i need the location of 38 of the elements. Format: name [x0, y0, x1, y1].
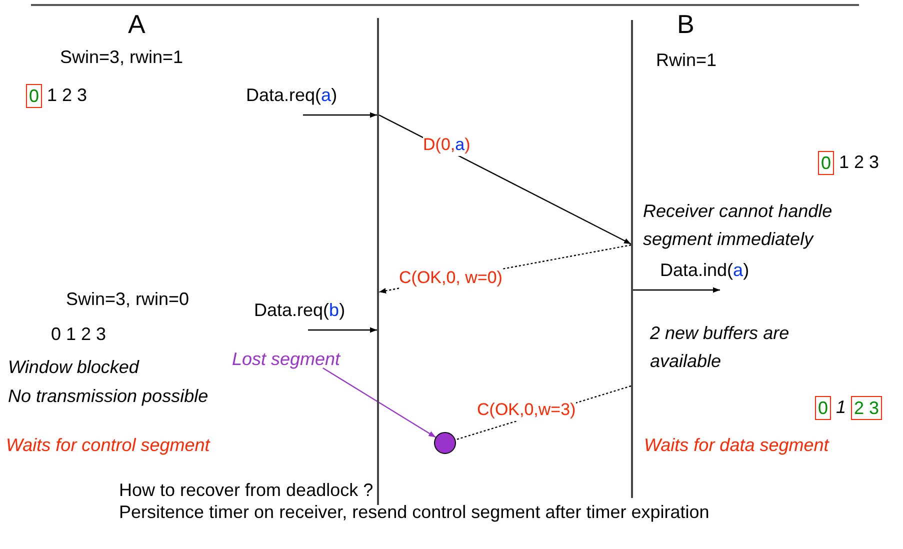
slot-number: 2: [62, 84, 72, 107]
slot-number: 2: [81, 323, 92, 346]
participant-label: B: [677, 8, 694, 41]
note-text: No transmission possible: [8, 385, 208, 408]
status-text: Waits for data segment: [644, 434, 829, 457]
answer-text: Persitence timer on receiver, resend control segment after timer expiration: [119, 501, 710, 523]
note-text: Window blocked: [8, 356, 139, 379]
annotation-text: Lost segment: [232, 346, 378, 368]
leader-arrow: [322, 367, 436, 438]
slot-number: 3: [96, 323, 106, 346]
edge-label: D(0,a): [423, 134, 470, 156]
slot-number: 0: [51, 323, 62, 346]
window-state-text: Swin=3, rwin=0: [66, 288, 190, 311]
slot-number: 2: [854, 151, 864, 174]
window-state-text: Swin=3, rwin=1: [60, 46, 184, 69]
highlighted-slot: 2 3: [851, 396, 882, 420]
edge-label: C(OK,0,w=3): [477, 399, 576, 421]
slot-number: 1: [839, 151, 850, 174]
participant-label: A: [128, 8, 146, 41]
question-text: How to recover from deadlock ?: [119, 479, 374, 502]
slot-number: 1: [66, 323, 76, 346]
note-text: 2 new buffers are available: [650, 322, 790, 373]
slot-number: 3: [77, 84, 88, 107]
note-text: Receiver cannot handle segment immediately: [643, 200, 834, 251]
edge-label: C(OK,0, w=0): [399, 267, 502, 289]
lifeline: [377, 18, 379, 505]
message-arrow: [308, 327, 377, 333]
window-state-text: Rwin=1: [656, 49, 717, 72]
slot-number: 1: [836, 396, 846, 419]
status-text: Waits for control segment: [6, 434, 210, 457]
lifeline: [631, 20, 633, 498]
highlighted-slot: 0: [26, 84, 42, 108]
message-arrow: [633, 287, 720, 293]
slot-number: 3: [869, 151, 880, 174]
highlighted-slot: 0: [815, 396, 832, 420]
message-arrow: [303, 112, 377, 118]
slot-number: 1: [47, 84, 58, 107]
highlighted-slot: 0: [818, 150, 834, 174]
